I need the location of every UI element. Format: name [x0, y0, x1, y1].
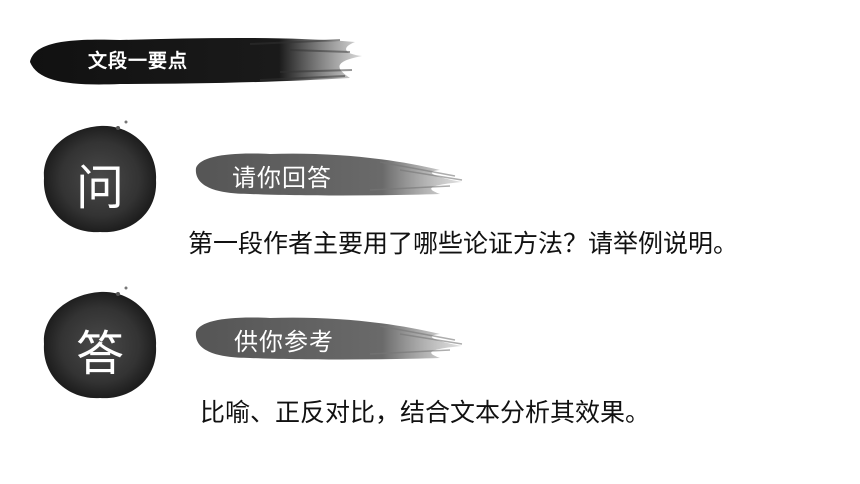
question-banner-brush	[195, 153, 463, 196]
section-title: 文段一要点	[88, 50, 189, 72]
title-brush-stroke	[30, 38, 362, 85]
question-banner-label: 请你回答	[232, 164, 332, 192]
answer-banner-brush	[195, 317, 463, 360]
question-text: 第一段作者主要用了哪些论证方法？请举例说明。	[188, 229, 739, 258]
answer-banner-label: 供你参考	[234, 328, 334, 356]
answer-ink-circle	[43, 286, 157, 399]
question-badge: 问	[75, 160, 124, 216]
question-ink-circle	[43, 120, 157, 233]
answer-text: 比喻、正反对比，结合文本分析其效果。	[200, 398, 651, 427]
answer-badge: 答	[75, 326, 124, 382]
